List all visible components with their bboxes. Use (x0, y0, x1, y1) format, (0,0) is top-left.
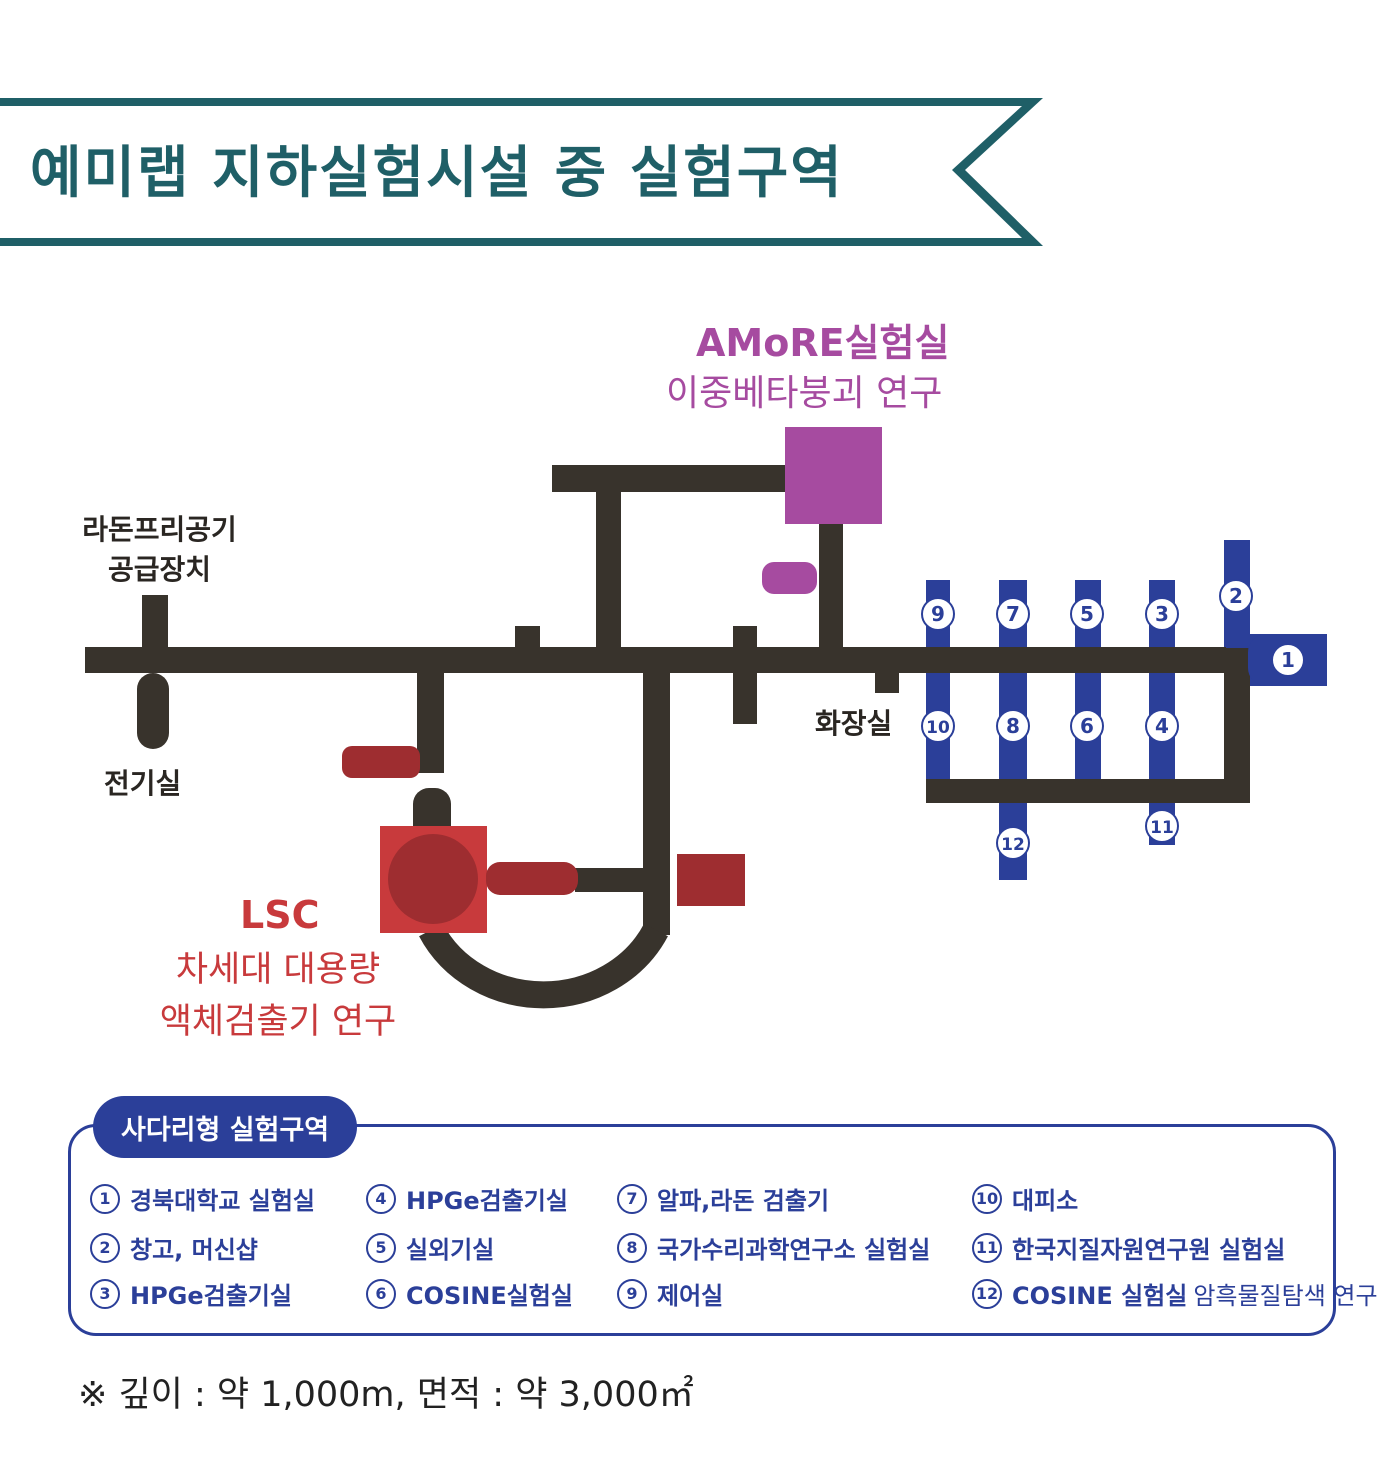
upper-corridor (552, 465, 814, 492)
legend-item-7: 7 알파,라돈 검출기 (617, 1181, 829, 1216)
title-banner (0, 98, 1043, 246)
lsc-description: 차세대 대용량 액체검출기 연구 (128, 944, 428, 1048)
legend-number: 3 (90, 1278, 120, 1309)
legend-item-10: 10 대피소 (972, 1181, 1078, 1216)
map-marker-2: 2 (1229, 584, 1243, 608)
legend-item-2: 2 창고, 머신샵 (90, 1230, 258, 1265)
map-marker-1-circle (1271, 643, 1305, 677)
legend-item-9: 9 제어실 (617, 1276, 723, 1311)
lsc-title: LSC (240, 893, 320, 937)
lsc-tank (486, 862, 578, 895)
amore-branch (819, 515, 843, 648)
restroom-label: 화장실 (815, 707, 893, 740)
map-marker-4: 4 (1155, 714, 1169, 738)
legend-text: HPGe검출기실 (406, 1187, 568, 1215)
legend-number: 8 (617, 1232, 647, 1263)
map-marker-5: 5 (1080, 602, 1094, 626)
legend-subtext: 암흑물질탐색 연구 (1193, 1282, 1378, 1310)
legend-text: 대피소 (1012, 1187, 1079, 1215)
legend-text: HPGe검출기실 (130, 1282, 292, 1310)
map-marker-12: 12 (1001, 835, 1025, 855)
legend-number: 9 (617, 1278, 647, 1309)
lsc-branch (417, 673, 444, 773)
u-loop-right (643, 673, 670, 935)
legend-title: 사다리형 실험구역 (93, 1096, 358, 1158)
lsc-side-room (342, 746, 420, 778)
map-marker-11: 11 (1150, 818, 1174, 838)
map-marker-11-circle (1145, 809, 1179, 843)
electric-room-branch (137, 673, 169, 749)
ladder-bottom-corridor (926, 779, 1224, 803)
electric-room-label: 전기실 (104, 767, 182, 800)
map-marker-2-circle (1219, 579, 1253, 613)
legend-number: 12 (972, 1278, 1002, 1309)
map-marker-10: 10 (926, 718, 950, 738)
amore-title: AMoRE실험실 (696, 321, 950, 365)
legend-item-6: 6 COSINE실험실 (366, 1276, 573, 1311)
amore-side-room (762, 562, 817, 594)
legend-item-11: 11 한국지질자원연구원 실험실 (972, 1230, 1285, 1265)
legend-number: 10 (972, 1183, 1002, 1214)
legend-item-4: 4 HPGe검출기실 (366, 1181, 568, 1216)
legend-text: 실외기실 (406, 1236, 495, 1264)
map-marker-6: 6 (1080, 714, 1094, 738)
map-marker-7: 7 (1006, 602, 1020, 626)
u-loop (419, 923, 668, 1009)
legend-number: 2 (90, 1232, 120, 1263)
radon-label-line1: 라돈프리공기 (82, 513, 237, 546)
legend-item-5: 5 실외기실 (366, 1230, 494, 1265)
map-marker-7-circle (996, 597, 1030, 631)
upper-branch (596, 465, 621, 648)
map-marker-8-circle (996, 709, 1030, 743)
radon-label-line2: 공급장치 (107, 553, 212, 586)
legend-item-8: 8 국가수리과학연구소 실험실 (617, 1230, 930, 1265)
ladder-right-side (1224, 647, 1250, 803)
map-marker-3-circle (1145, 597, 1179, 631)
legend-number: 1 (90, 1183, 120, 1214)
map-marker-5-circle (1070, 597, 1104, 631)
lsc-desc-line2: 액체검출기 연구 (159, 1002, 397, 1042)
legend-text: COSINE 실험실 (1012, 1282, 1188, 1310)
legend-text: 국가수리과학연구소 실험실 (657, 1236, 931, 1264)
lsc-detector (388, 834, 478, 924)
page-title: 예미랩 지하실험시설 중 실험구역 (30, 141, 844, 206)
map-marker-8: 8 (1006, 714, 1020, 738)
corridor-stub (733, 626, 757, 724)
legend-text: COSINE실험실 (406, 1282, 573, 1310)
legend-text: 알파,라돈 검출기 (657, 1187, 830, 1215)
map-marker-6-circle (1070, 709, 1104, 743)
map-marker-9-circle (921, 597, 955, 631)
legend-number: 5 (366, 1232, 396, 1263)
map-marker-10-circle (921, 709, 955, 743)
legend-number: 11 (972, 1232, 1002, 1263)
map-marker-3: 3 (1155, 602, 1169, 626)
lsc-desc-line1: 차세대 대용량 (175, 950, 381, 990)
legend-number: 6 (366, 1278, 396, 1309)
legend-number: 4 (366, 1183, 396, 1214)
map-marker-1: 1 (1281, 648, 1295, 672)
legend-number: 7 (617, 1183, 647, 1214)
corridor-stub (515, 626, 540, 648)
map-marker-4-circle (1145, 709, 1179, 743)
legend-text: 한국지질자원연구원 실험실 (1012, 1236, 1286, 1264)
amore-room (785, 427, 882, 524)
lsc-right-room (677, 854, 745, 906)
legend-item-1: 1 경북대학교 실험실 (90, 1181, 315, 1216)
footnote: ※ 깊이 : 약 1,000m, 면적 : 약 3,000㎡ (78, 1375, 694, 1415)
legend-box (68, 1124, 1336, 1336)
amore-description: 이중베타붕괴 연구 (666, 373, 943, 414)
radon-supply-label: 라돈프리공기 공급장치 (62, 508, 257, 588)
legend-text: 창고, 머신샵 (130, 1236, 258, 1264)
radon-branch (142, 595, 168, 648)
map-marker-12-circle (996, 826, 1030, 860)
legend-text: 제어실 (657, 1282, 724, 1310)
legend-text: 경북대학교 실험실 (130, 1187, 315, 1215)
legend-item-3: 3 HPGe검출기실 (90, 1276, 292, 1311)
restroom-stub (875, 673, 899, 693)
ladder-top-corridor (926, 647, 1226, 673)
map-marker-9: 9 (931, 602, 945, 626)
